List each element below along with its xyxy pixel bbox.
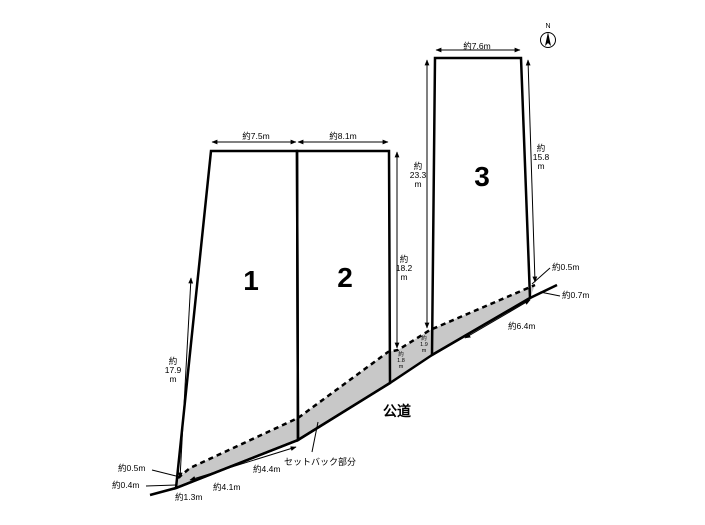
dim-setback-right-top: 約0.5m [552,262,579,272]
svg-text:m: m [414,179,421,189]
dim-frontage-lot3: 約6.4m [508,321,535,331]
dim-line-right-lot3 [525,59,538,283]
svg-text:1.8: 1.8 [397,358,405,364]
dim-setback-right-bottom: 約0.7m [562,290,589,300]
dim-top-lot1: 約7.5m [242,131,269,141]
dim-setback-left-top: 約0.5m [118,463,145,473]
dim-right-lot3: 約 15.8 m [533,143,550,171]
lot-3-number: 3 [474,161,490,192]
svg-text:1.9: 1.9 [420,342,428,348]
svg-text:m: m [400,272,407,282]
setback-boundary-line [177,283,536,479]
road-label: 公道 [383,403,411,419]
dim-top-lot2: 約8.1m [329,131,356,141]
svg-text:18.2: 18.2 [396,263,413,273]
setback-leader-line [311,421,319,453]
dim-top-lot3: 約7.6m [463,41,490,51]
compass-letter: N [545,23,550,30]
svg-text:約: 約 [537,143,546,153]
dim-line-frontage-lot3 [464,299,531,339]
svg-text:17.9: 17.9 [165,365,182,375]
svg-text:約: 約 [400,254,409,264]
lot-3-outline [430,56,532,358]
dim-line-frontage-lot1 [189,446,297,481]
setback-area [176,285,535,488]
leader-left-bottom [145,484,177,487]
north-arrow-icon [545,32,551,46]
leader-right-top [531,267,551,285]
dim-setback-left-bottom: 約0.4m [112,480,139,490]
leader-right-bottom [539,291,561,297]
svg-text:約: 約 [398,350,404,358]
svg-text:約: 約 [169,356,178,366]
dim-frontage-corner: 約1.3m [175,492,202,502]
svg-text:約: 約 [414,161,423,171]
svg-text:約: 約 [421,334,427,342]
dim-gap-lot2: 約 1.8 m [397,350,405,370]
dim-left-lot1: 約 17.9 m [165,356,182,384]
lot-2-number: 2 [337,262,353,293]
lot-1-number: 1 [243,265,259,296]
dim-gap-lot3: 約 1.9 m [420,334,428,354]
svg-text:m: m [169,374,176,384]
dim-line-left-lot1 [177,277,194,479]
svg-text:23.3: 23.3 [410,170,427,180]
dim-right-lot2: 約 18.2 m [396,254,413,282]
dim-frontage-lot1-b: 約4.4m [253,464,280,474]
lot-2-outline [295,149,392,443]
svg-text:m: m [422,348,427,354]
dim-left-lot3: 約 23.3 m [410,161,427,189]
svg-text:m: m [537,161,544,171]
svg-text:15.8: 15.8 [533,152,550,162]
dim-frontage-lot1-a: 約4.1m [213,482,240,492]
compass-rose: N [540,23,556,48]
setback-label: セットバック部分 [284,456,356,467]
leader-left-top [151,469,177,477]
svg-text:m: m [399,364,404,370]
